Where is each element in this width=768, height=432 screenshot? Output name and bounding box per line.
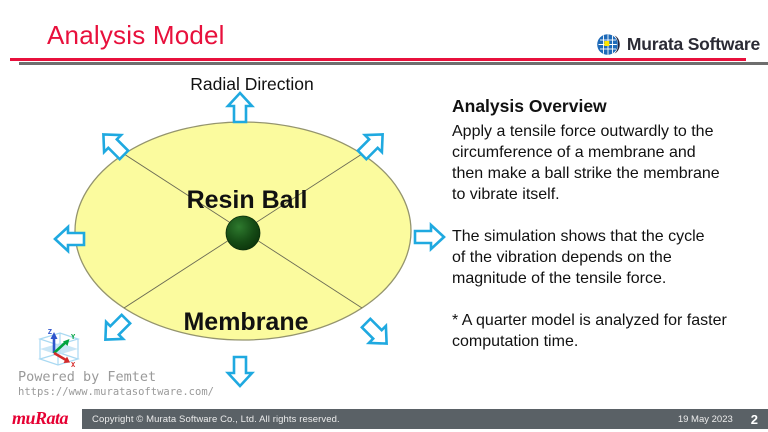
svg-text:X: X <box>71 361 76 369</box>
murata-software-logo-icon <box>597 34 620 55</box>
murata-wordmark: muRata <box>12 408 69 428</box>
radial-arrow-right <box>413 223 446 251</box>
overview-paragraph-2: The simulation shows that the cycle of t… <box>452 228 705 287</box>
header-rule-gray <box>19 62 768 65</box>
radial-arrow-down-right <box>356 313 397 354</box>
membrane-label: Membrane <box>183 308 308 336</box>
page-title: Analysis Model <box>47 20 225 50</box>
svg-text:Z: Z <box>48 328 52 336</box>
radial-arrow-up <box>226 91 254 124</box>
resin-ball-label: Resin Ball <box>187 186 308 214</box>
analysis-overview-section: Analysis Overview Apply a tensile force … <box>452 96 757 373</box>
footer-bar: Copyright © Murata Software Co., Ltd. Al… <box>82 409 768 429</box>
analysis-overview-heading: Analysis Overview <box>452 96 607 116</box>
murata-software-url[interactable]: https://www.muratasoftware.com/ <box>18 386 214 398</box>
header-rule-red <box>10 58 746 61</box>
overview-paragraph-3: * A quarter model is analyzed for faster… <box>452 312 727 350</box>
svg-text:Y: Y <box>71 333 76 341</box>
radial-arrow-down <box>226 355 254 388</box>
analysis-model-diagram: Radial Direction Resin Ball Membrane <box>53 74 446 388</box>
radial-arrow-down-left <box>95 309 136 350</box>
copyright-text: Copyright © Murata Software Co., Ltd. Al… <box>92 413 340 425</box>
overview-paragraph-1: Apply a tensile force outwardly to the c… <box>452 123 720 203</box>
radial-direction-label: Radial Direction <box>190 74 314 94</box>
slide-date: 19 May 2023 <box>677 413 733 425</box>
murata-software-logo-text: Murata Software <box>626 34 760 54</box>
powered-by-femtet-label: Powered by Femtet <box>18 369 157 385</box>
page-number: 2 <box>750 411 758 427</box>
femtet-3d-axes-icon: Z Y X <box>38 328 80 369</box>
murata-software-logo: Murata Software <box>596 32 760 57</box>
resin-ball <box>225 215 261 251</box>
